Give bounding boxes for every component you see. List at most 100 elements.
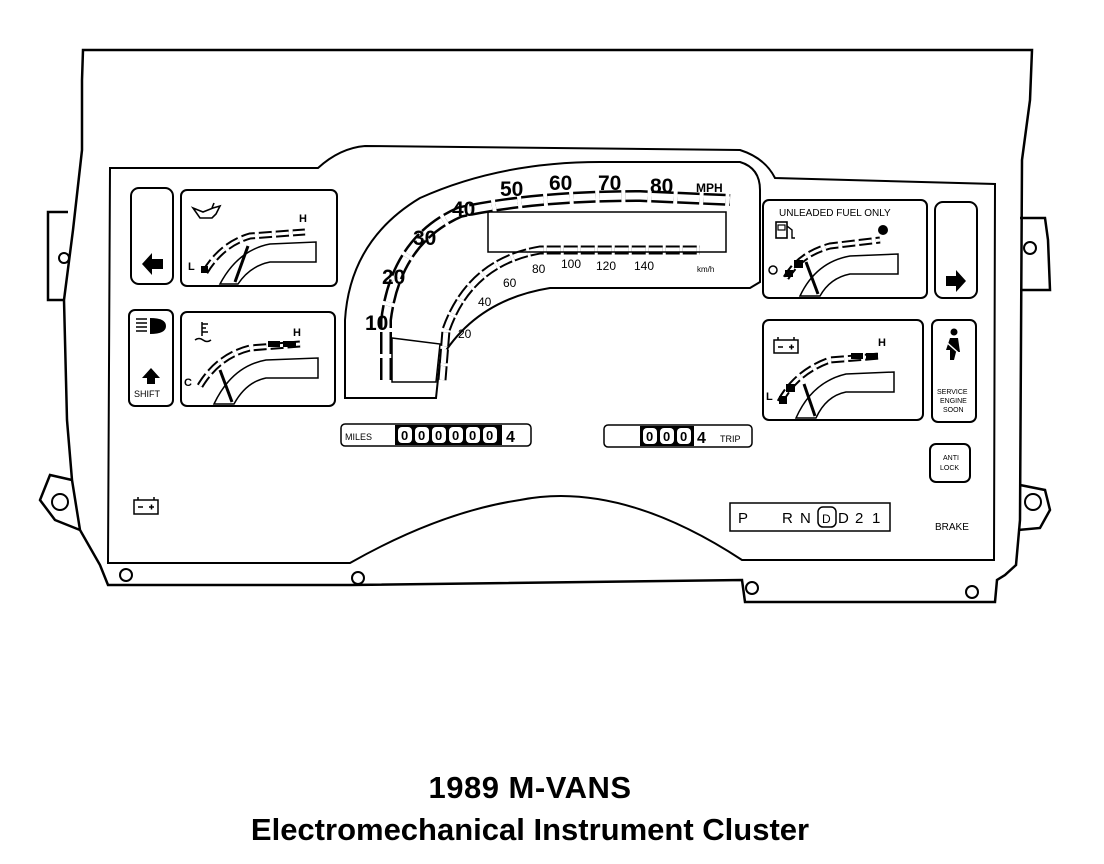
bottom-hole-3 <box>745 581 759 595</box>
fuel-reserve-dot <box>878 225 888 235</box>
right-turn-signal-box <box>934 201 978 299</box>
odometer-digit-3: 0 <box>435 428 442 443</box>
odometer-digit-cell-6 <box>483 427 497 443</box>
odometer-digit-cell-2 <box>415 427 429 443</box>
odometer-digit-2: 0 <box>418 428 425 443</box>
prndl-drive: D <box>838 510 849 527</box>
trip-odometer-box <box>603 424 753 448</box>
mph-label-10: 10 <box>365 312 388 335</box>
temp-gauge-window <box>212 357 319 405</box>
anti-lock-box <box>929 443 971 483</box>
kmh-label-60: 60 <box>503 276 517 290</box>
odometer-digit-4: 0 <box>452 428 459 443</box>
mph-label-60: 60 <box>549 172 572 195</box>
temp-gauge-hot-segment-2 <box>283 341 296 347</box>
turn-right-arrow-icon <box>946 270 966 292</box>
left-ear-hole <box>58 252 70 264</box>
kmh-label-120: 120 <box>596 259 616 273</box>
mph-label-50: 50 <box>500 178 523 201</box>
odometer-digit-6: 0 <box>486 428 493 443</box>
left-lower-hole <box>51 493 69 511</box>
prndl-second: 2 <box>855 510 863 527</box>
odometer-digits <box>398 427 497 443</box>
prndl-positions: P R N D D 2 1 <box>738 510 880 527</box>
upshift-arrow-icon <box>142 368 160 384</box>
mph-label-70: 70 <box>598 172 621 195</box>
mph-scale-labels: 10 20 30 40 50 60 70 80 <box>365 172 673 335</box>
speedometer-pointer-window <box>391 337 441 383</box>
trip-digit-1: 0 <box>646 429 653 444</box>
volt-gauge-low-segment-2 <box>786 384 795 392</box>
oil-gauge-low-label: L <box>188 261 195 273</box>
right-lower-hole <box>1024 493 1042 511</box>
prndl-overdrive: D <box>822 512 831 526</box>
oil-gauge-high-label: H <box>299 213 307 225</box>
brake-label: BRAKE <box>935 522 969 533</box>
caption-cluster-type: Electromechanical Instrument Cluster <box>250 812 810 847</box>
prndl-neutral: N <box>800 510 811 527</box>
temp-gauge-low-label: C <box>184 377 192 389</box>
mph-unit-label: MPH <box>696 181 723 195</box>
odometer-digit-text: 0 0 0 0 0 0 <box>401 428 493 443</box>
battery-icon <box>773 337 799 354</box>
volt-gauge-box <box>762 319 924 421</box>
right-mounting-ear <box>1020 216 1052 292</box>
bottom-hole-2 <box>351 571 365 585</box>
high-beam-icon <box>136 318 166 334</box>
battery-warning-icon-left <box>133 497 159 515</box>
trip-digit-text: 0 0 0 <box>646 429 687 444</box>
trip-digit-cell-1 <box>643 428 657 444</box>
fuel-gauge-window <box>798 253 899 297</box>
speedometer-mph-track-gap <box>382 192 731 380</box>
volt-gauge-arc-gap <box>778 354 881 403</box>
trip-digit-cell-2 <box>660 428 674 444</box>
temp-gauge-high-label: H <box>293 327 301 339</box>
prndl-park: P <box>738 510 748 527</box>
fuel-gauge-box <box>762 199 928 299</box>
mph-label-30: 30 <box>413 227 436 250</box>
fuel-gauge-pointer <box>804 261 820 295</box>
bottom-hole-1 <box>119 568 133 582</box>
cluster-face-panel <box>106 144 997 564</box>
right-ear-hole <box>1023 241 1037 255</box>
prndl-box <box>729 502 891 532</box>
oil-gauge-low-segment <box>201 266 208 273</box>
cluster-housing-outline <box>62 48 1034 604</box>
volt-gauge-window <box>794 371 895 419</box>
odometer-tenths: 4 <box>506 429 515 446</box>
odometer-digit-cell-4 <box>449 427 463 443</box>
fuel-gauge-low-segment-1 <box>785 270 793 277</box>
volt-gauge-pointer <box>802 383 817 417</box>
left-mounting-ear <box>46 210 68 302</box>
oil-gauge-box <box>180 189 338 287</box>
service-engine-line1: SERVICE <box>937 389 968 396</box>
fuel-gauge-note: UNLEADED FUEL ONLY <box>779 208 891 219</box>
highbeam-shift-box <box>128 309 174 407</box>
trip-digit-cell-3 <box>677 428 691 444</box>
seatbelt-icon <box>943 328 963 360</box>
kmh-label-40: 40 <box>478 295 492 309</box>
oil-gauge-arc-gap <box>203 230 306 273</box>
trip-tenths: 4 <box>697 430 706 447</box>
fuel-pump-icon <box>775 221 795 239</box>
volt-gauge-high-segment-2 <box>866 353 878 359</box>
prndl-reverse: R <box>782 510 793 527</box>
anti-lock-line2: LOCK <box>940 465 959 472</box>
kmh-label-140: 140 <box>634 259 654 273</box>
odometer-digit-cell-5 <box>466 427 480 443</box>
mph-label-80: 80 <box>650 175 673 198</box>
kmh-label-80: 80 <box>532 262 546 276</box>
left-turn-signal-box <box>130 187 174 285</box>
oil-can-icon <box>190 202 222 219</box>
volt-gauge-high-segment-1 <box>851 353 863 359</box>
coolant-temp-icon <box>194 322 212 343</box>
kmh-label-20: 20 <box>458 327 472 341</box>
right-lower-ear <box>1017 483 1052 532</box>
volt-gauge-high-label: H <box>878 337 886 349</box>
odometer-box <box>340 423 532 447</box>
temp-gauge-hot-segment-1 <box>268 341 280 347</box>
prndl-overdrive-frame <box>817 506 837 528</box>
left-lower-ear <box>38 473 81 532</box>
shift-label: SHIFT <box>134 389 161 399</box>
odometer-digit-cell-3 <box>432 427 446 443</box>
